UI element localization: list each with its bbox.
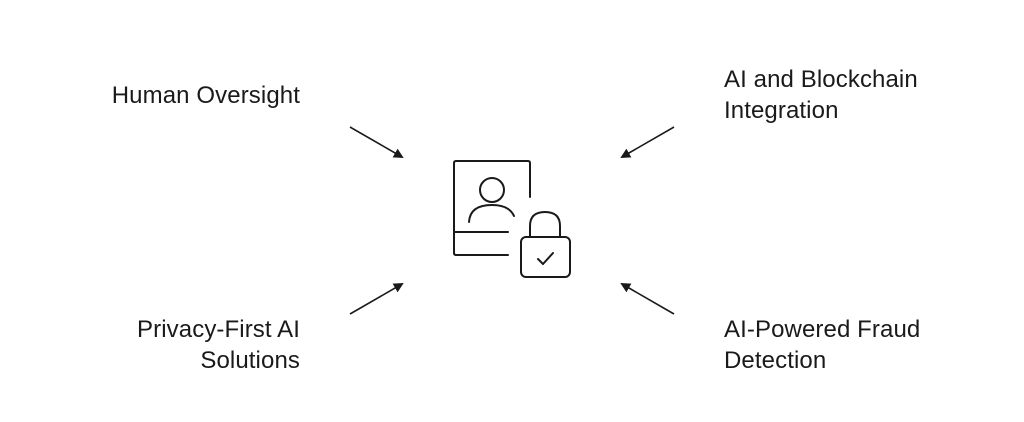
label-line: Solutions [200,347,300,374]
arrow-bottom-right [620,283,675,315]
arrow-bottom-left [349,283,404,315]
label-line: AI-Powered Fraud [724,316,921,343]
profile-card-icon [453,160,531,256]
label-line: Integration [724,97,839,124]
padlock-body-icon [520,236,571,278]
user-shoulders-icon [468,204,515,223]
label-privacy-first-ai-solutions: Privacy-First AI Solutions [137,314,300,376]
arrow-top-right [620,126,675,158]
check-icon [537,252,554,265]
label-line: Privacy-First AI [137,316,300,343]
label-line: Human Oversight [111,82,300,109]
padlock-shackle-icon [529,211,561,238]
label-human-oversight: Human Oversight [112,80,300,111]
label-ai-powered-fraud-detection: AI-Powered Fraud Detection [724,314,920,376]
label-line: AI and Blockchain [724,66,918,93]
arrow-top-left [349,126,404,158]
label-ai-blockchain-integration: AI and Blockchain Integration [724,64,918,126]
label-line: Detection [724,347,827,374]
user-profile-lock-check-icon [453,160,571,278]
user-head-icon [479,177,505,203]
